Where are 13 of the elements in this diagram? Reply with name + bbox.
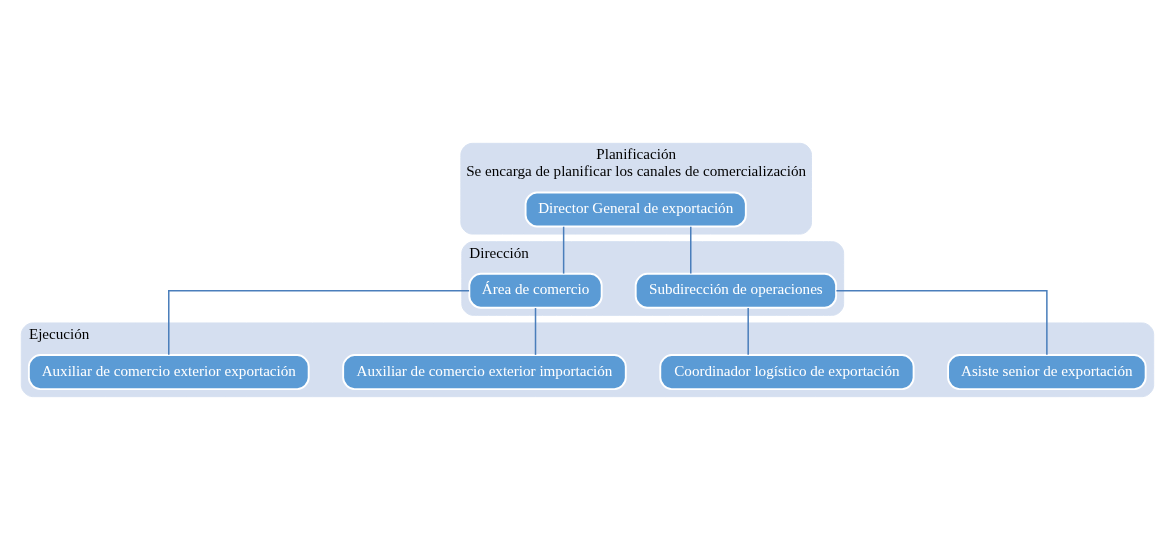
connector	[562, 226, 565, 275]
connector	[690, 226, 692, 275]
connector	[747, 307, 749, 356]
connector	[835, 290, 1048, 356]
node-box: Director General de exportación	[524, 191, 747, 228]
node-box: Subdirección de operaciones	[634, 272, 838, 309]
node-box: Coordinador logístico de exportación	[659, 354, 915, 391]
node-box: Auxiliar de comercio exterior importación	[342, 354, 627, 391]
node-box: Asiste senior de exportación	[947, 354, 1147, 391]
connector	[168, 290, 470, 356]
node-box: Área de comercio	[468, 272, 603, 309]
connector	[534, 307, 537, 356]
node-box: Auxiliar de comercio exterior exportación	[27, 354, 310, 391]
